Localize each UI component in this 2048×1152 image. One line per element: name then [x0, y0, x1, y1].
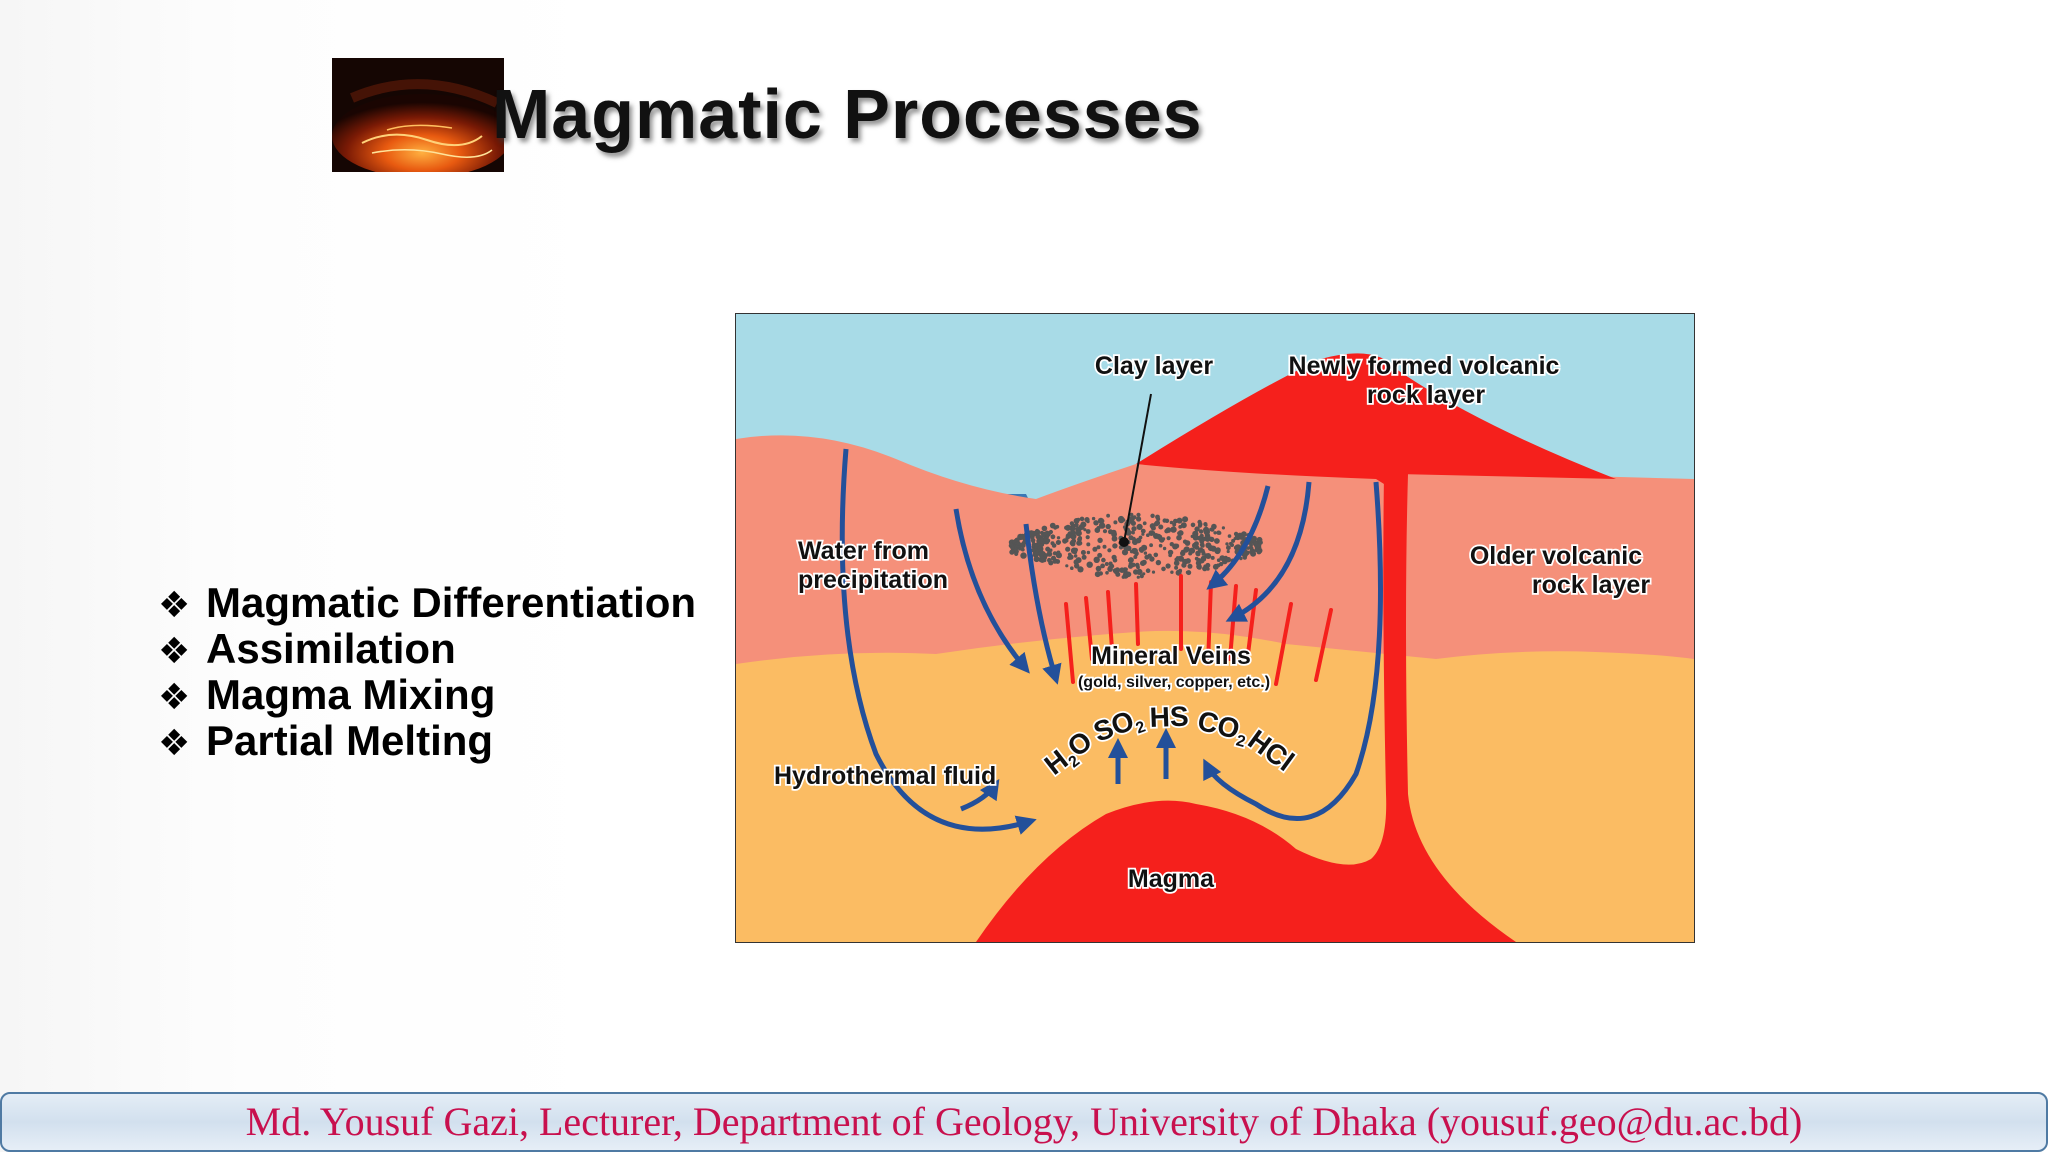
label-mineral-veins: Mineral Veins	[1091, 642, 1251, 670]
diamond-bullet-icon: ❖	[158, 631, 191, 672]
bullet-item: ❖Assimilation	[158, 626, 696, 673]
bullet-item: ❖Partial Melting	[158, 718, 696, 765]
gas-hs: HS	[1149, 701, 1189, 733]
label-clay-layer: Clay layer	[1095, 352, 1213, 380]
label-magma: Magma	[1128, 865, 1215, 893]
volcano-crater-image	[332, 58, 504, 172]
lower-rock-layer	[736, 630, 1694, 942]
slide-title: Magmatic Processes	[492, 75, 1203, 153]
label-new-rock-2: rock layer	[1367, 381, 1485, 409]
clay-leader-dot	[1119, 537, 1129, 547]
diamond-bullet-icon: ❖	[158, 723, 191, 764]
label-water-1: Water from	[798, 537, 929, 565]
label-mineral-veins-sub: (gold, silver, copper, etc.)	[1078, 674, 1270, 691]
clay-deposit: (function(){ var g=document.currentScrip…	[1008, 512, 1263, 579]
feeder-dike	[976, 474, 1516, 942]
fluid-flow-arrows	[839, 448, 1383, 835]
volcanic-cone	[1136, 353, 1616, 484]
label-older-rock-1: Older volcanic	[1470, 542, 1642, 570]
bullet-list: ❖Magmatic Differentiation ❖Assimilation …	[158, 580, 696, 765]
hydrothermal-diagram: (function(){ var g=document.currentScrip…	[735, 313, 1695, 943]
diamond-bullet-icon: ❖	[158, 677, 191, 718]
diamond-bullet-icon: ❖	[158, 585, 191, 626]
label-water-2: precipitation	[798, 566, 948, 594]
label-new-rock-1: Newly formed volcanic	[1289, 352, 1560, 380]
mineral-veins	[1064, 574, 1333, 686]
label-older-rock-2: rock layer	[1532, 571, 1650, 599]
label-hydrothermal-fluid: Hydrothermal fluid	[774, 762, 996, 790]
clay-leader-line	[1123, 393, 1152, 543]
bullet-item: ❖Magma Mixing	[158, 672, 696, 719]
footer-credit: Md. Yousuf Gazi, Lecturer, Department of…	[245, 1099, 1803, 1144]
bullet-item: ❖Magmatic Differentiation	[158, 580, 696, 627]
footer-bar: Md. Yousuf Gazi, Lecturer, Department of…	[0, 1092, 2048, 1152]
